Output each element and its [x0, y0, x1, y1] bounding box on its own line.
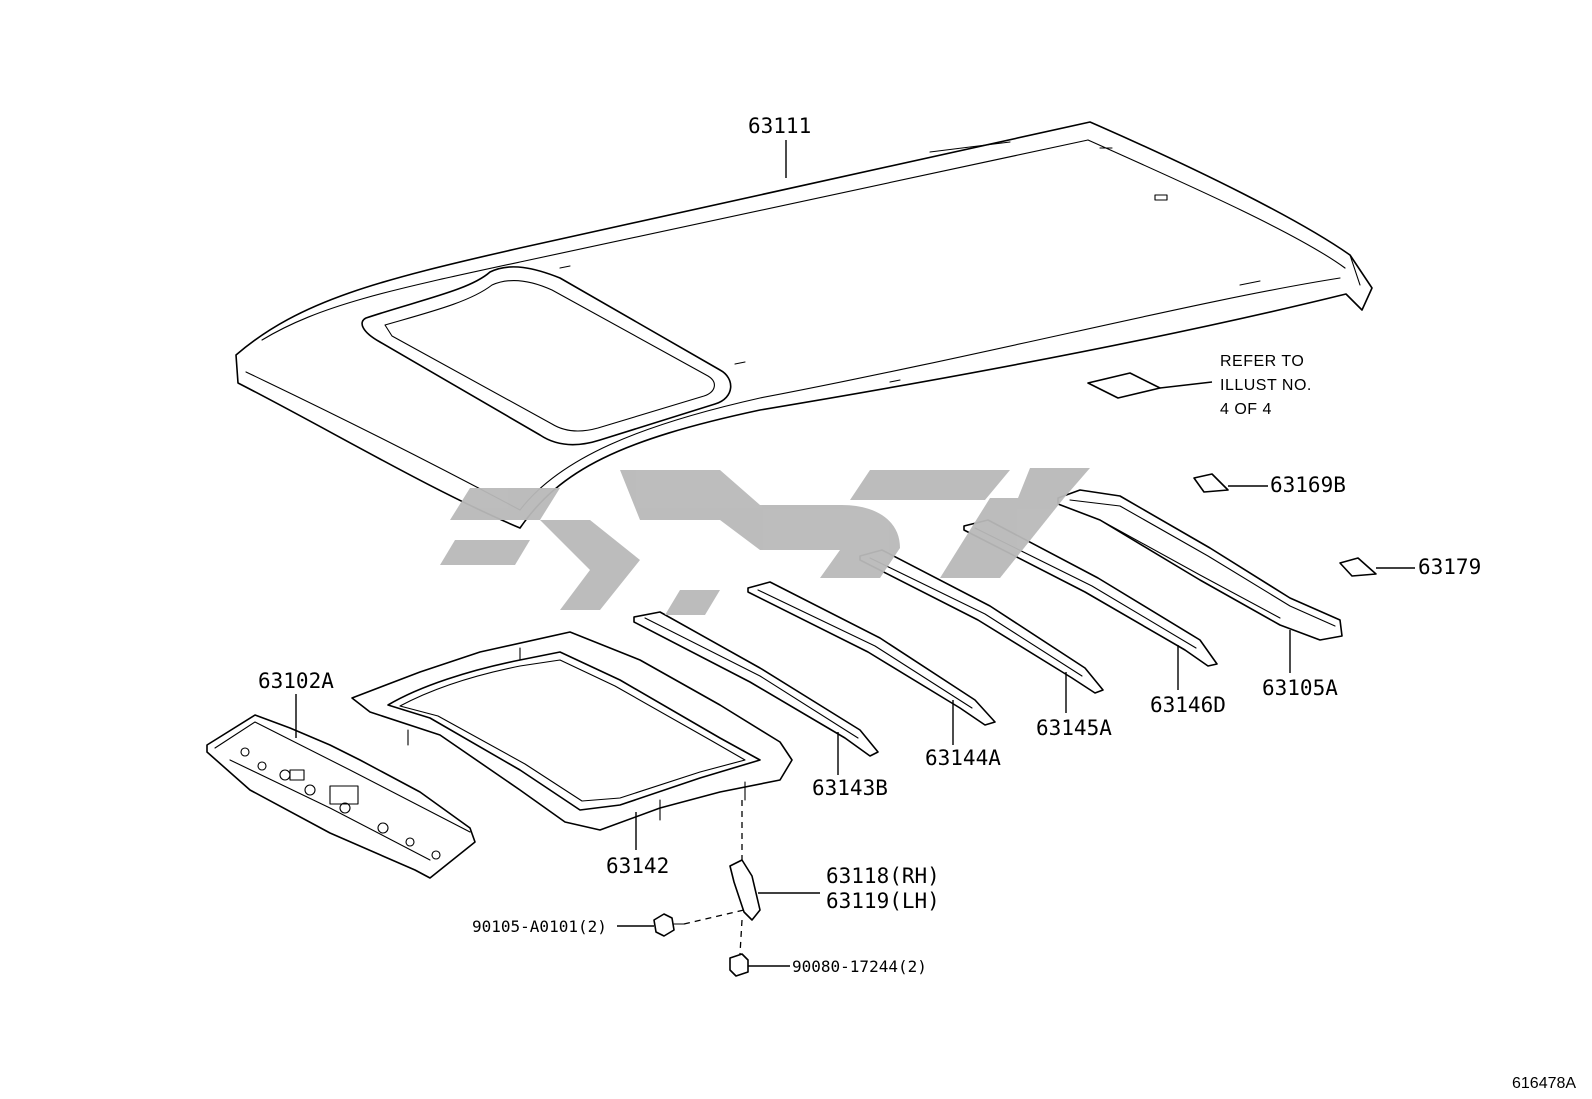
label-63105a: 63105A	[1262, 676, 1338, 700]
watermark-logo	[440, 468, 1090, 615]
rear-header[interactable]	[1057, 489, 1343, 673]
sunroof-reinforcement[interactable]	[351, 631, 793, 850]
roof-bow-63145a[interactable]	[859, 549, 1104, 713]
roof-panel[interactable]	[235, 121, 1373, 529]
reference-pad	[1087, 372, 1213, 399]
reference-note-line-3: 4 OF 4	[1220, 401, 1272, 418]
bracket[interactable]	[729, 800, 820, 921]
label-63145a: 63145A	[1036, 716, 1112, 740]
label-63179: 63179	[1418, 555, 1481, 579]
roof-bow-63144a[interactable]	[747, 581, 996, 745]
illustration-code: 616478A	[1512, 1075, 1576, 1092]
roof-bow-63143b[interactable]	[633, 611, 879, 775]
label-63144a: 63144A	[925, 746, 1001, 770]
label-63142: 63142	[606, 854, 669, 878]
label-63146d: 63146D	[1150, 693, 1226, 717]
nut[interactable]	[729, 919, 790, 977]
label-nut: 90080-17244(2)	[792, 957, 927, 976]
patch-63179[interactable]	[1339, 557, 1415, 577]
label-63102a: 63102A	[258, 669, 334, 693]
patch-63169b[interactable]	[1193, 473, 1268, 493]
reference-note-line-1: REFER TO	[1220, 353, 1304, 370]
front-header[interactable]	[206, 714, 476, 879]
bolt[interactable]	[617, 909, 745, 937]
label-63111: 63111	[748, 114, 811, 138]
label-63119-lh: 63119(LH)	[826, 889, 940, 913]
label-63143b: 63143B	[812, 776, 888, 800]
reference-note-line-2: ILLUST NO.	[1220, 377, 1312, 394]
label-63118-rh: 63118(RH)	[826, 864, 940, 888]
label-63169b: 63169B	[1270, 473, 1346, 497]
label-bolt: 90105-A0101(2)	[472, 917, 607, 936]
